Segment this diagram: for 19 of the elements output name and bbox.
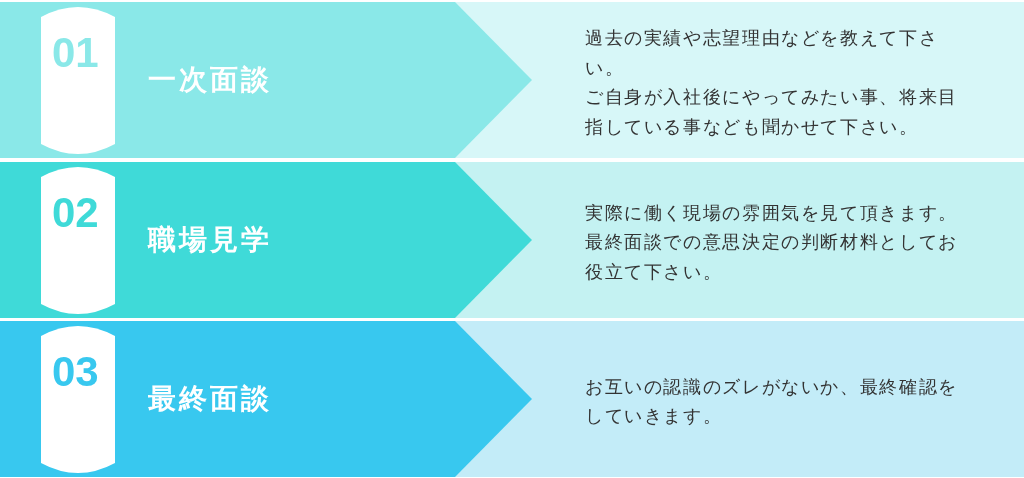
chevron-band [0, 2, 532, 158]
description-panel [455, 321, 1024, 477]
number-tab [41, 167, 115, 314]
description-text: お互いの認識のズレがないか、最終確認をしていきます。 [585, 374, 959, 428]
step-number: 03 [52, 351, 99, 393]
description-panel [455, 2, 1024, 158]
description-text: 実際に働く現場の雰囲気を見て頂きます。最終面談での意思決定の判断材料としてお役立て下さい。 [585, 200, 959, 284]
description-text: ご自身が入社後にやってみたい事、将来目指している事なども聞かせて下さい。 [585, 85, 959, 139]
description-panel [455, 162, 1024, 318]
step-title: 職場見学 [148, 222, 272, 258]
step-number: 02 [52, 192, 99, 234]
step-title: 一次面談 [148, 62, 272, 98]
chevron-band [0, 162, 532, 318]
chevron-band [0, 321, 532, 477]
step-number: 01 [52, 32, 99, 74]
number-tab [41, 326, 115, 473]
description-text: 過去の実績や志望理由などを教えて下さい。 [585, 26, 940, 80]
number-tab [41, 7, 115, 154]
step-title: 最終面談 [148, 381, 272, 417]
